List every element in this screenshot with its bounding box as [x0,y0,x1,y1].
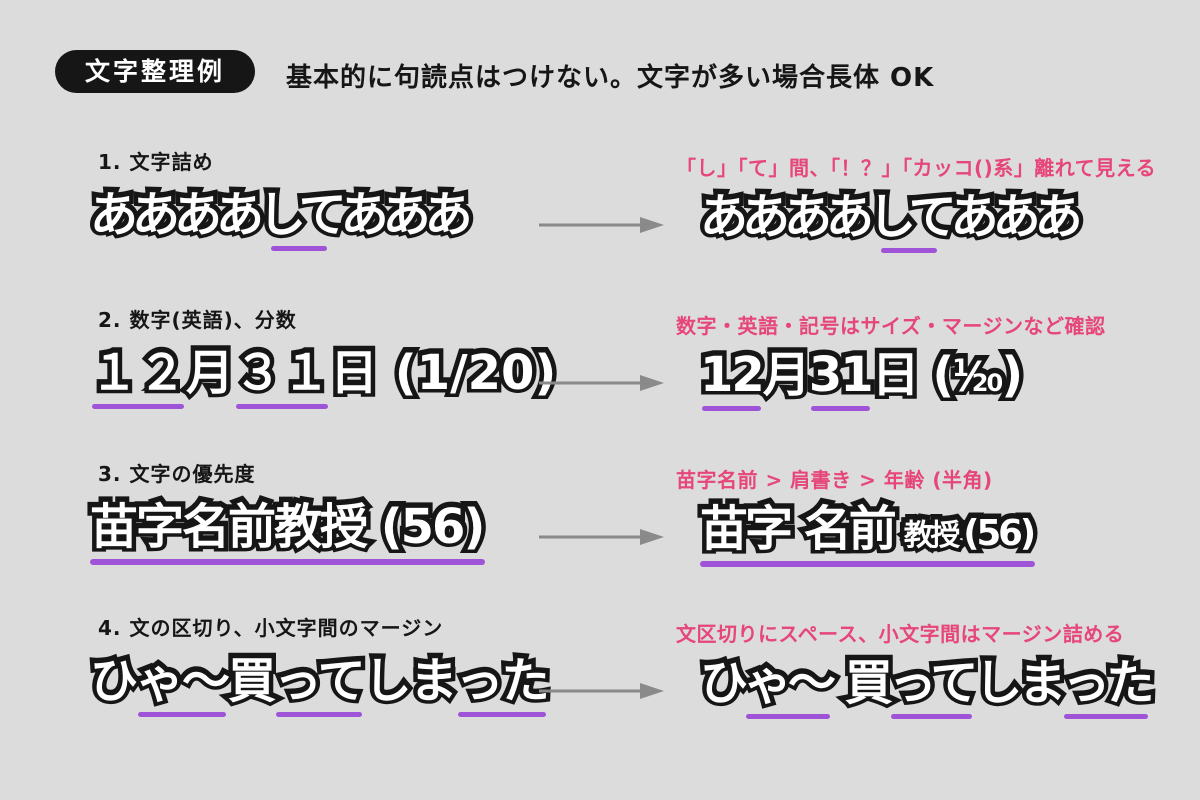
before-example-text: １２月３１日 (1/20) [90,345,556,401]
annotation-note: 文区切りにスペース、小文字間はマージン詰める [676,622,1125,646]
arrow-right-icon [539,217,664,233]
text-segment: ひ [90,653,138,709]
annotation-note: 「し」「て」間、「！？」「カッコ()系」離れて見える [676,156,1157,180]
text-segment-underlined: った [456,653,550,709]
text-segment: あああ [341,187,473,243]
header: 文字整理例 基本的に句読点はつけない。文字が多い場合長体 OK [0,0,1200,110]
text-segment: 日 (1/20) [330,345,556,401]
example-row-4: 4. 文の区切り、小文字間のマージン ひゃ〜買ってしまった 文区切りにスペース、… [0,606,1200,766]
text-segment: ) [1001,347,1023,403]
text-segment-underlined: して [258,187,347,243]
text-segment: ひ [700,655,748,711]
row-label: 2. 数字(英語)、分数 [98,308,297,332]
text-segment-underlined: って [889,655,979,711]
annotation-note: 数字・英語・記号はサイズ・マージンなど確認 [676,314,1106,338]
text-segment: 買 [228,653,276,709]
text-segment: 月 [186,345,234,401]
text-segment-small: 教授 [904,518,960,553]
text-segment: あああ [951,189,1083,245]
text-segment: 買 [832,655,893,711]
text-segment-underlined: った [1062,655,1154,711]
text-segment: しま [364,653,458,709]
arrow-right-icon [539,529,664,545]
after-example-text: 苗字 名前教授(56) [700,501,1036,568]
text-segment: 日 ( [872,347,955,403]
text-segment: しま [974,655,1066,711]
header-note: 基本的に句読点はつけない。文字が多い場合長体 OK [286,63,935,93]
after-example-text: ああああしてあああ [700,189,1083,245]
example-row-2: 2. 数字(英語)、分数 １２月３１日 (1/20) 数字・英語・記号はサイズ・… [0,298,1200,458]
text-segment: 月 [763,347,811,403]
fraction-numerator: 1 [952,354,969,382]
text-segment-underlined: １２ [90,345,186,401]
title-badge: 文字整理例 [55,50,256,93]
fraction-slash: ⁄ [967,353,974,401]
arrow-right-icon [539,683,664,699]
text-segment: 苗字名前教授 (56) [90,499,485,555]
text-segment: ああああ [700,189,874,245]
row-label: 1. 文字詰め [98,150,214,174]
before-example-text: ひゃ〜買ってしまった [90,653,550,709]
text-segment-underlined: ３１ [234,345,330,401]
row-label: 4. 文の区切り、小文字間のマージン [98,616,444,640]
text-segment-medium: (56) [963,513,1036,554]
after-example-text: 12月31日 (1⁄20) [700,347,1023,403]
row-label: 3. 文字の優先度 [98,462,256,486]
fraction-denominator: 20 [972,369,1003,397]
before-example-text: 苗字名前教授 (56) [90,499,486,566]
text-segment-underlined: ゃ〜 [744,655,836,711]
text-segment-underlined: 12 [700,347,765,403]
example-row-3: 3. 文字の優先度 苗字名前教授 (56) 苗字名前 > 肩書き > 年齢 (半… [0,452,1200,612]
annotation-note: 苗字名前 > 肩書き > 年齢 (半角) [676,468,993,492]
text-segment: ああああ [90,187,264,243]
text-segment-underlined: ゃ〜 [136,653,230,709]
before-example-text: ああああしてあああ [90,187,473,243]
text-segment: 苗字 名前 [700,501,897,557]
example-row-1: 1. 文字詰め ああああしてあああ 「し」「て」間、「！？」「カッコ()系」離れ… [0,140,1200,300]
after-example-text: ひゃ〜 買ってしまった [700,655,1154,711]
text-segment-underlined: 31 [809,347,874,403]
arrow-right-icon [539,375,664,391]
text-segment-underlined: って [274,653,366,709]
text-segment-underlined: して [868,189,957,245]
